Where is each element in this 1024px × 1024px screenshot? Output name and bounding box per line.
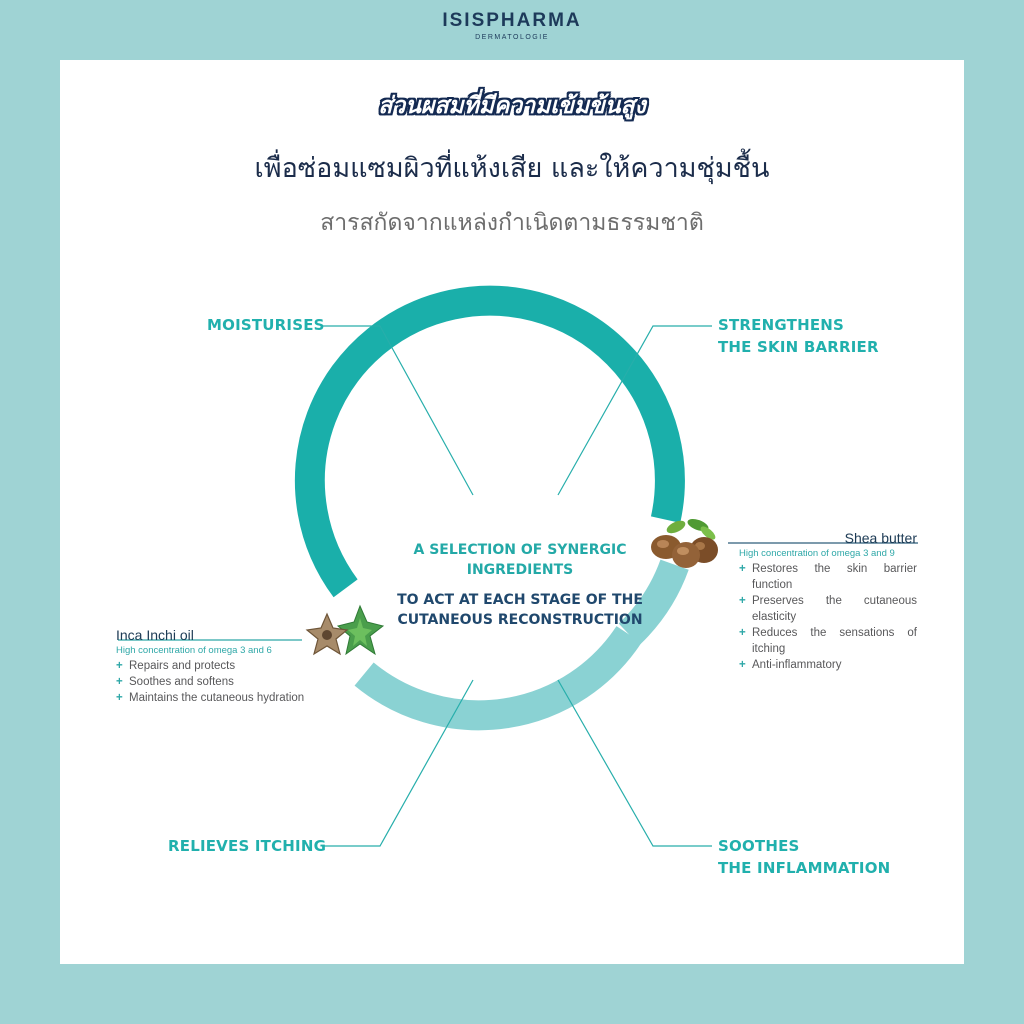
thai-subheading: สารสกัดจากแหล่งกำเนิดตามธรรมชาติ	[320, 210, 704, 236]
plus-icon: +	[116, 692, 123, 704]
shea-benefit-item: +Preserves the cutaneous elasticity	[739, 595, 917, 623]
thai-badge-heading: ส่วนผสมที่มีความเข้มข้นสูง	[378, 93, 646, 119]
plus-icon: +	[739, 627, 746, 639]
benefit-soothes-line1: SOOTHES	[718, 837, 800, 855]
sacha-inchi-seed-icon	[305, 604, 385, 656]
benefit-strengthens: STRENGTHENS THE SKIN BARRIER	[718, 314, 879, 358]
plus-icon: +	[739, 595, 746, 607]
inca-benefit-item: +Soothes and softens	[116, 676, 234, 688]
connector-soothes	[557, 679, 712, 847]
shea-benefit-item: +Restores the skin barrier function	[739, 563, 917, 591]
inca-inchi-benefits: +Repairs and protects +Soothes and softe…	[116, 658, 356, 706]
center-title-line2: INGREDIENTS	[466, 562, 574, 578]
benefit-soothes: SOOTHES THE INFLAMMATION	[718, 835, 890, 879]
thai-main-heading: เพื่อซ่อมแซมผิวที่แห้งเสีย และให้ความชุ่…	[254, 153, 770, 184]
center-title-line1: A SELECTION OF SYNERGIC	[413, 542, 627, 558]
connector-moisturises	[322, 325, 474, 496]
center-title: A SELECTION OF SYNERGIC INGREDIENTS	[380, 540, 660, 580]
shea-butter-note: High concentration of omega 3 and 9	[739, 548, 895, 559]
inca-benefit-item: +Repairs and protects	[116, 660, 236, 672]
diagram-graphic	[118, 285, 918, 847]
connector-strengthens	[557, 325, 712, 496]
inca-inchi-note: High concentration of omega 3 and 6	[116, 645, 272, 656]
ring-right-arc	[618, 559, 689, 646]
ring-bottom-arc	[354, 626, 642, 731]
center-subtitle-line1: TO ACT AT EACH STAGE OF THE	[397, 592, 643, 608]
plus-icon: +	[116, 660, 123, 672]
brand-name: ISISPHARMA	[442, 10, 582, 31]
center-subtitle-line2: CUTANEOUS RECONSTRUCTION	[397, 612, 643, 628]
shea-benefit-item: +Anti-inflammatory	[739, 659, 842, 671]
ring-top-arc	[294, 285, 685, 598]
plus-icon: +	[739, 659, 746, 671]
brand-header: ISISPHARMA DERMATOLOGIE	[0, 10, 1024, 41]
shea-nuts-icon	[651, 518, 718, 568]
benefit-strengthens-line1: STRENGTHENS	[718, 316, 845, 334]
ingredient-shea-butter: Shea butter High concentration of omega …	[739, 530, 917, 673]
brand-subtitle: DERMATOLOGIE	[475, 34, 549, 41]
benefit-moisturises: MOISTURISES	[207, 316, 325, 334]
benefit-relieves-itching: RELIEVES ITCHING	[168, 837, 327, 855]
shea-butter-benefits: +Restores the skin barrier function +Pre…	[739, 561, 917, 673]
center-subtitle: TO ACT AT EACH STAGE OF THE CUTANEOUS RE…	[380, 590, 660, 630]
inca-benefit-item: +Maintains the cutaneous hydration	[116, 692, 305, 704]
plus-icon: +	[739, 563, 746, 575]
shea-benefit-item: +Reduces the sensations of itching	[739, 627, 917, 655]
ingredient-inca-inchi: Inca Inchi oil High concentration of ome…	[116, 627, 356, 706]
benefit-soothes-line2: THE INFLAMMATION	[718, 859, 891, 877]
shea-butter-name: Shea butter	[844, 530, 917, 546]
plus-icon: +	[116, 676, 123, 688]
connector-relieves	[322, 679, 474, 847]
content-panel: ส่วนผสมที่มีความเข้มข้นสูง เพื่อซ่อมแซมผ…	[60, 60, 964, 964]
inca-inchi-name: Inca Inchi oil	[116, 627, 194, 643]
benefit-strengthens-line2: THE SKIN BARRIER	[718, 338, 879, 356]
